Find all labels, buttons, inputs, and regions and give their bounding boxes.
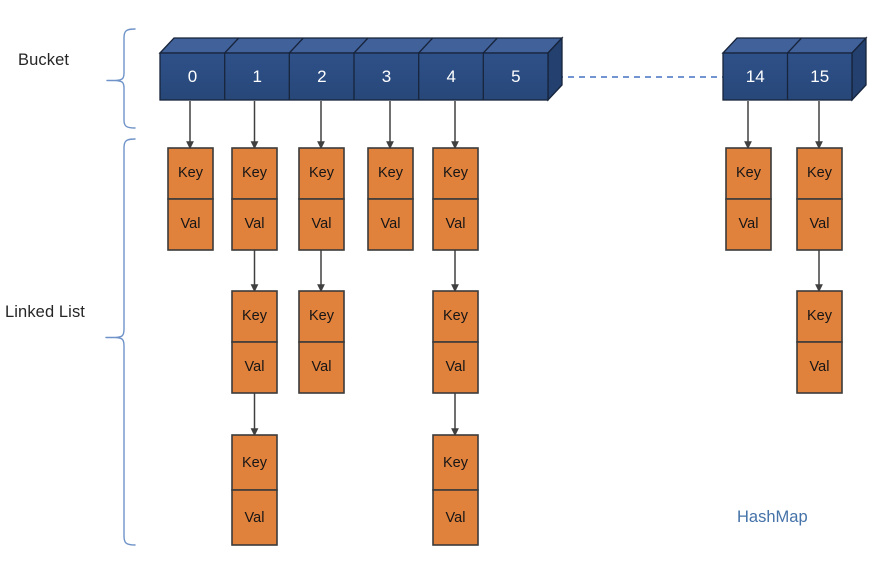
brace-linked-list (105, 138, 136, 546)
hashmap-title-label: HashMap (737, 508, 808, 526)
bucket-group-label: Bucket (18, 51, 70, 69)
bucket-to-node-arrows (186, 101, 823, 150)
bucket-bar-left (158, 36, 564, 102)
brace-bucket (106, 28, 136, 129)
linked-list-group-label: Linked List (5, 303, 85, 321)
node-boxes (167, 147, 843, 546)
bucket-bar-right (721, 36, 868, 102)
node-to-node-arrows (250, 250, 823, 437)
